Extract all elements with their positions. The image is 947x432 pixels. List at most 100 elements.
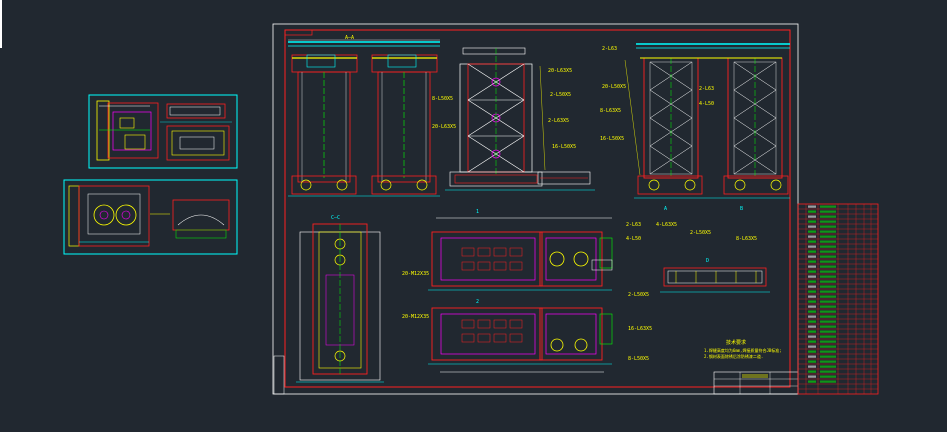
table-cell-mark (820, 265, 836, 268)
table-cell-mark (808, 295, 816, 298)
table-cell-mark (820, 210, 836, 213)
detail-viewport-2[interactable] (63, 179, 238, 255)
table-cell-mark (820, 320, 836, 323)
table-cell-mark (808, 265, 816, 268)
elevation-view-left[interactable]: A—A (288, 35, 440, 197)
callout-d-3: 8-L50X5 (628, 356, 649, 362)
table-cell-mark (808, 260, 816, 263)
table-cell-mark (820, 285, 836, 288)
table-cell-mark (820, 245, 836, 248)
callout-b-2: 2-L50X5 (690, 230, 711, 236)
section-label-left: C—C (331, 215, 340, 221)
plan-view-1[interactable]: 1 20-M12X35 (402, 209, 613, 291)
table-cell-mark (820, 360, 836, 363)
table-cell-mark (820, 330, 836, 333)
table-cell-mark (820, 295, 836, 298)
tower-callout-6: 20-L63X5 (432, 124, 456, 130)
right-callout-1: 2-L63 (602, 46, 617, 52)
section-view-left[interactable]: C—C (296, 215, 384, 383)
table-cell-mark (820, 315, 836, 318)
table-cell-mark (808, 220, 816, 223)
table-cell-mark (820, 355, 836, 358)
table-cell-mark (820, 290, 836, 293)
table-cell-mark (808, 215, 816, 218)
table-cell-mark (808, 310, 816, 313)
technical-notes[interactable]: 技术要求 1.焊缝高度均为6mm,焊接质量符合JB标准; 2.钢材表面除锈后涂防… (704, 339, 782, 359)
table-cell-mark (820, 255, 836, 258)
right-callout-6: 4-L50 (699, 101, 714, 107)
table-cell-mark (820, 325, 836, 328)
note-line-1: 1.焊缝高度均为6mm,焊接质量符合JB标准; (704, 347, 782, 353)
viewport-corner-mark (0, 0, 2, 48)
callout-d-2: 16-L63X5 (628, 326, 652, 332)
right-callout-5: 2-L63 (699, 86, 714, 92)
table-cell-mark (808, 325, 816, 328)
table-cell-mark (808, 290, 816, 293)
table-cell-mark (808, 380, 816, 383)
table-cell-mark (808, 210, 816, 213)
table-cell-mark (820, 270, 836, 273)
table-cell-mark (808, 370, 816, 373)
plan-label-2: 2 (476, 299, 479, 305)
callout-cluster[interactable]: 2-L63 4-L50 4-L63X5 2-L50X5 8-L63X5 2-L5… (626, 206, 757, 362)
right-callout-3: 8-L63X5 (600, 108, 621, 114)
section-label-top: A—A (345, 35, 354, 41)
detail-view-d[interactable]: D (660, 258, 770, 293)
tower-callout-5: 8-L50X5 (432, 96, 453, 102)
table-cell-mark (808, 375, 816, 378)
callout-b-1: 4-L63X5 (656, 222, 677, 228)
table-cell-mark (820, 335, 836, 338)
main-sheet[interactable] (272, 23, 799, 395)
table-cell-mark (820, 220, 836, 223)
table-cell-mark (820, 305, 836, 308)
table-cell-mark (808, 275, 816, 278)
table-cell-mark (808, 230, 816, 233)
table-cell-mark (820, 375, 836, 378)
table-cell-mark (820, 370, 836, 373)
table-cell-mark (808, 350, 816, 353)
detail-label: D (706, 258, 709, 264)
table-cell-mark (820, 205, 836, 208)
table-cell-mark (820, 275, 836, 278)
callout-a-1: 2-L63 (626, 222, 641, 228)
note-line-2: 2.钢材表面除锈后涂防锈漆二道. (704, 353, 763, 359)
table-cell-mark (820, 250, 836, 253)
table-cell-mark (808, 330, 816, 333)
table-cell-mark (820, 340, 836, 343)
table-cell-mark (808, 240, 816, 243)
table-cell-mark (808, 345, 816, 348)
view-label-a: A (664, 206, 667, 212)
table-cell-mark (820, 350, 836, 353)
table-cell-mark (820, 380, 836, 383)
callout-a-2: 4-L50 (626, 236, 641, 242)
lattice-tower-elevation[interactable]: 20-L63X5 2-L50X5 2-L63X5 16-L50X5 8-L50X… (432, 47, 595, 191)
table-cell-mark (808, 365, 816, 368)
table-cell-mark (808, 305, 816, 308)
view-label-b: B (740, 206, 743, 212)
note-title: 技术要求 (726, 339, 746, 346)
table-cell-mark (820, 260, 836, 263)
table-cell-mark (808, 250, 816, 253)
plan2-callout: 20-M12X35 (402, 314, 429, 320)
table-cell-mark (808, 360, 816, 363)
tower-callout-4: 16-L50X5 (552, 144, 576, 150)
table-cell-mark (808, 245, 816, 248)
callout-c-1: 8-L63X5 (736, 236, 757, 242)
table-cell-mark (820, 310, 836, 313)
parts-list-table[interactable] (797, 203, 879, 395)
lattice-tower-right[interactable]: 2-L63 20-L50X5 8-L63X5 16-L50X5 2-L63 4-… (600, 43, 790, 199)
table-cell-mark (808, 235, 816, 238)
table-cell-mark (820, 230, 836, 233)
table-cell-mark (820, 365, 836, 368)
table-cell-mark (820, 215, 836, 218)
detail-viewport-1[interactable] (88, 94, 238, 169)
table-cell-mark (808, 320, 816, 323)
title-block[interactable] (713, 371, 799, 395)
table-cell-mark (808, 205, 816, 208)
tower-callout-1: 20-L63X5 (548, 68, 572, 74)
table-cell-mark (820, 345, 836, 348)
table-cell-mark (820, 240, 836, 243)
table-cell-mark (820, 225, 836, 228)
plan-view-2[interactable]: 2 20-M12X35 (402, 299, 613, 373)
